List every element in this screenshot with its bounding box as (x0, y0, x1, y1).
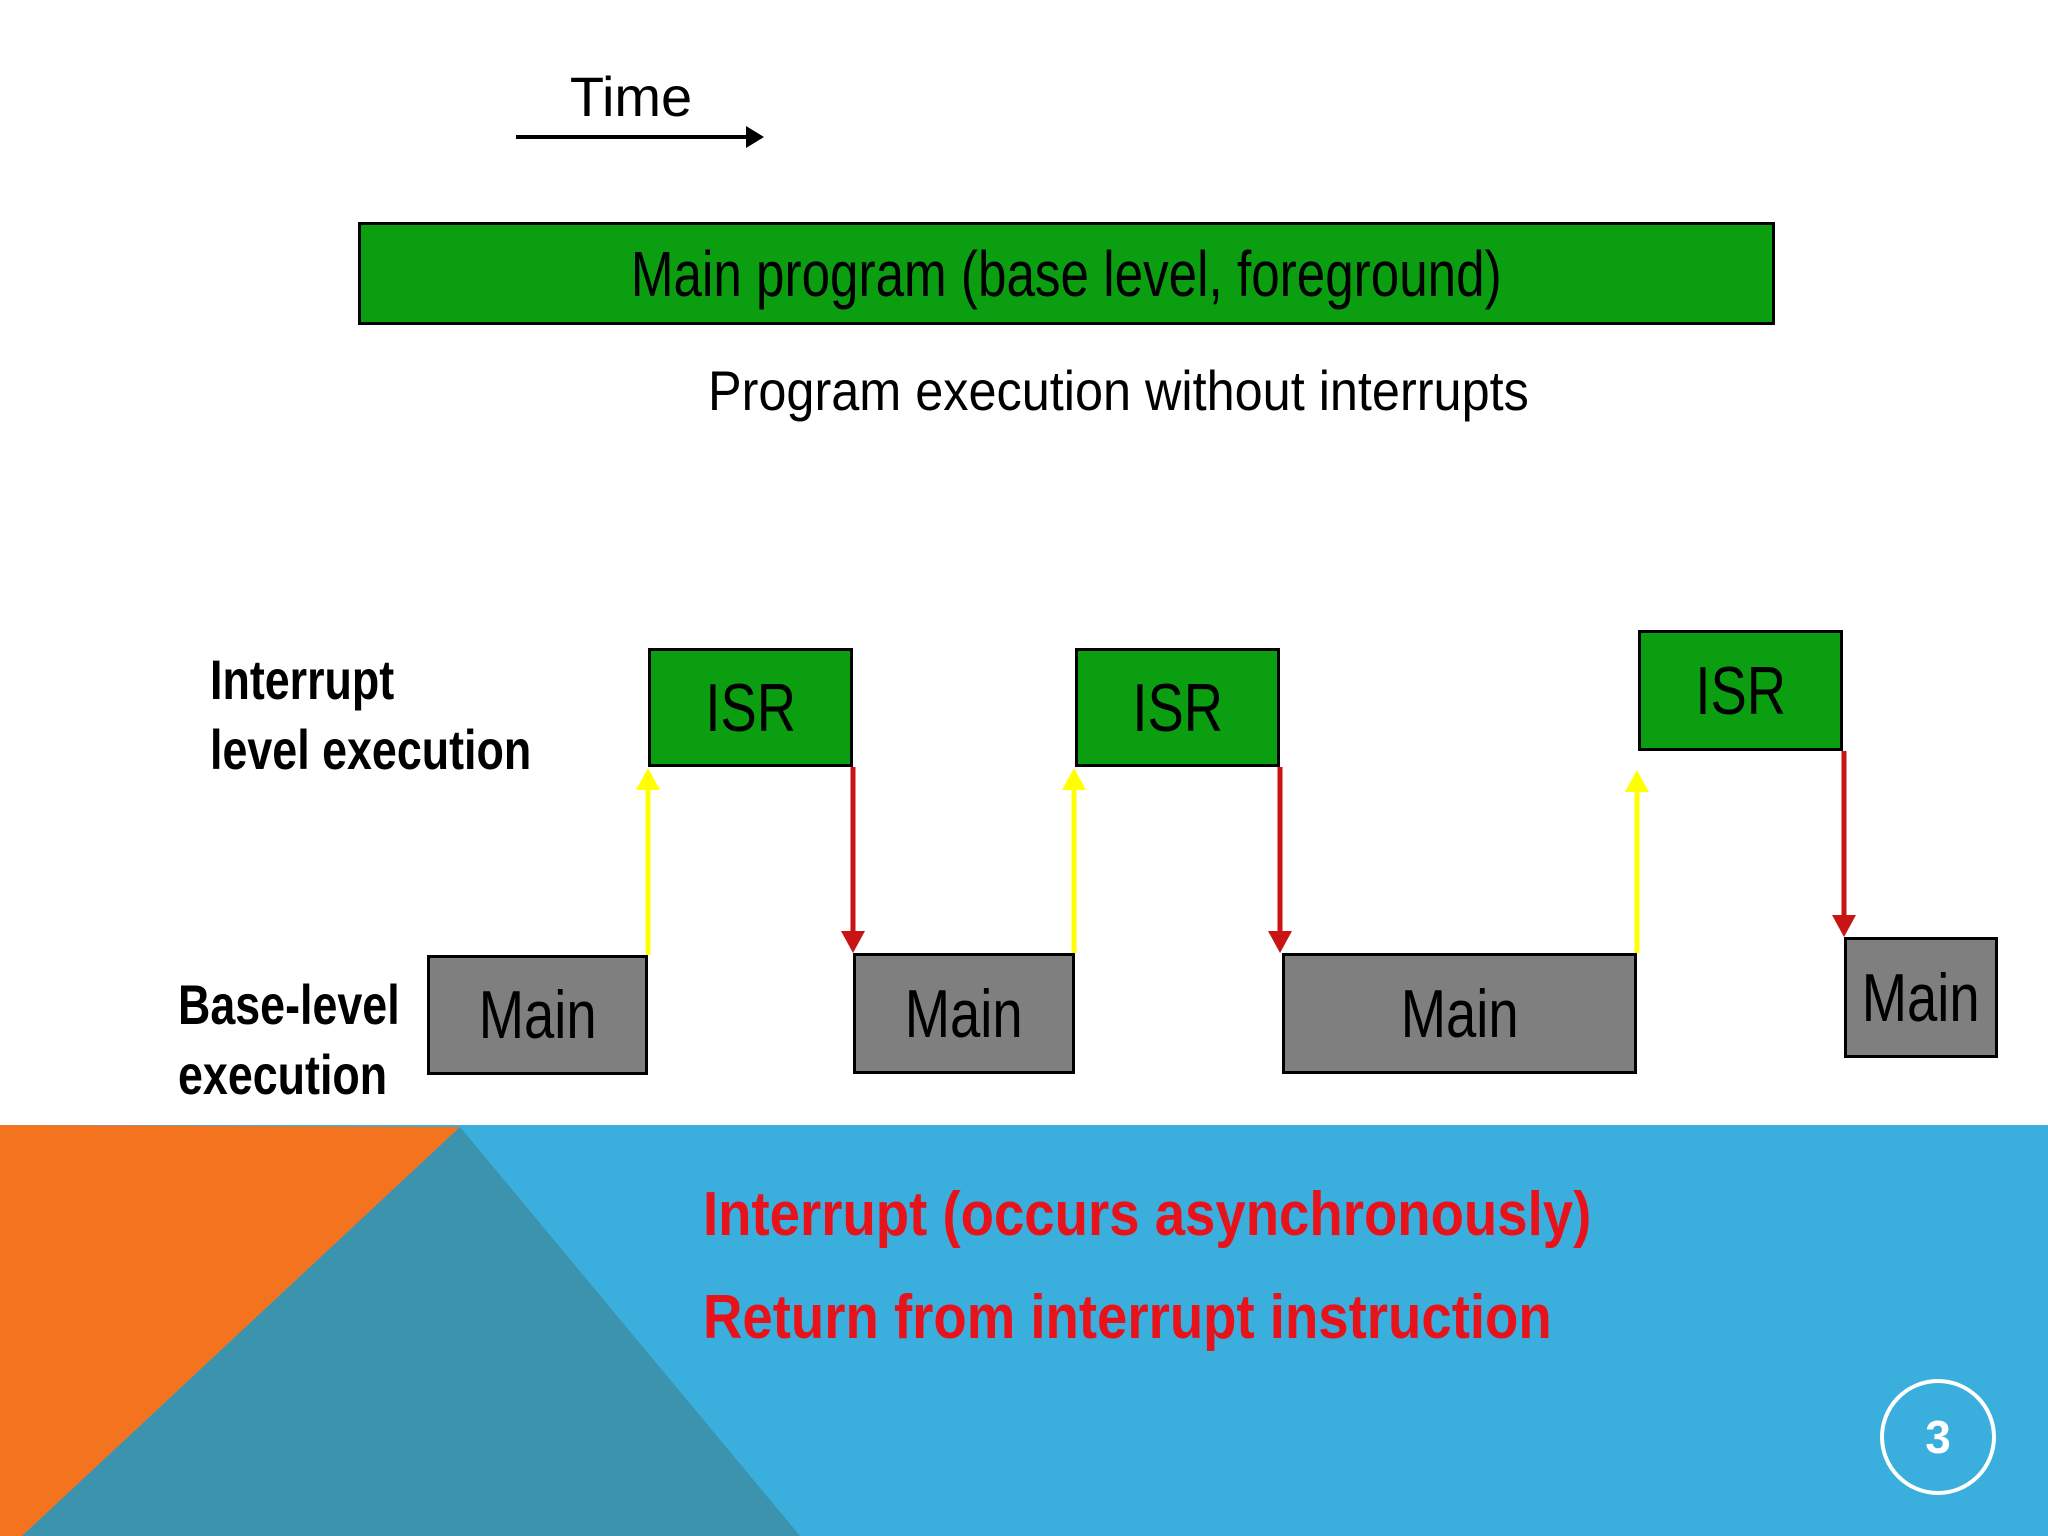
time-arrow-icon (516, 135, 746, 139)
main-program-bar: Main program (base level, foreground) (358, 222, 1775, 325)
arrowhead-icon (636, 768, 660, 790)
main-box-2: Main (853, 953, 1075, 1074)
arrow-shaft (1841, 751, 1847, 921)
isr-box-2: ISR (1075, 648, 1280, 767)
band-decoration (0, 1125, 800, 1536)
arrow-shaft (1071, 784, 1077, 953)
arrowhead-icon (1832, 915, 1856, 937)
interrupt-arrow-1 (636, 768, 660, 955)
isr-box-1: ISR (648, 648, 853, 767)
base-level-label: Base-level execution (178, 973, 400, 1106)
page-number: 3 (1925, 1411, 1951, 1463)
no-interrupt-caption: Program execution without interrupts (708, 359, 1529, 422)
arrowhead-icon (841, 931, 865, 953)
isr-box-3: ISR (1638, 630, 1843, 751)
legend-interrupt-text: Interrupt (occurs asynchronously) (703, 1180, 1592, 1249)
return-arrow-2 (1268, 767, 1292, 953)
arrow-shaft (645, 784, 651, 955)
arrowhead-icon (1268, 931, 1292, 953)
page-number-badge: 3 (1880, 1379, 1996, 1495)
main-box-4: Main (1844, 937, 1998, 1058)
time-arrowhead-icon (746, 126, 764, 148)
interrupt-arrow-2 (1062, 768, 1086, 953)
main-box-1: Main (427, 955, 648, 1075)
main-box-3: Main (1282, 953, 1637, 1074)
interrupt-level-label: Interrupt level execution (210, 648, 532, 781)
time-axis-label: Time (569, 65, 693, 128)
return-arrow-3 (1832, 751, 1856, 937)
interrupt-arrow-3 (1625, 770, 1649, 953)
return-arrow-1 (841, 767, 865, 953)
arrowhead-icon (1062, 768, 1086, 790)
main-program-bar-label: Main program (base level, foreground) (631, 237, 1502, 310)
orange-triangle (0, 1125, 460, 1536)
arrow-shaft (1277, 767, 1283, 937)
arrow-shaft (1634, 786, 1640, 953)
legend-return-text: Return from interrupt instruction (703, 1283, 1552, 1352)
teal-triangle (22, 1127, 800, 1536)
bottom-band (0, 1125, 2048, 1536)
arrowhead-icon (1625, 770, 1649, 792)
arrow-shaft (850, 767, 856, 937)
